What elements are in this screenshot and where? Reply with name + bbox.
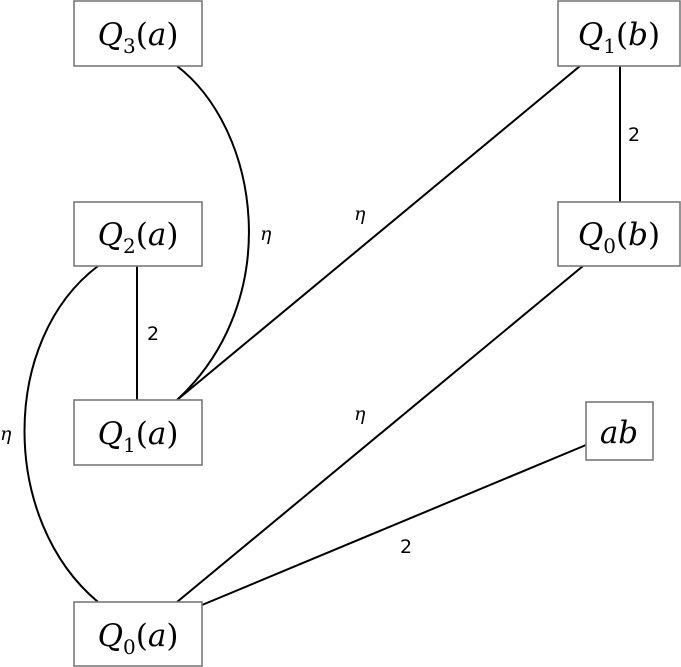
edge-label-q1b-q0b: 2: [628, 124, 640, 146]
edge-label-q1b-q1a: η: [354, 203, 366, 225]
node-q1a: Q1(a): [73, 399, 203, 466]
edge-q1b-q1a: [176, 65, 581, 401]
edge-q3a-q1a: [176, 65, 250, 401]
edge-label-q3a-q1a: η: [260, 223, 272, 245]
edge-ab-q0a: [201, 444, 587, 606]
svg-text:ab: ab: [600, 415, 638, 451]
node-q3a: Q3(a): [73, 0, 203, 67]
edge-label-q0b-q0a: η: [354, 403, 366, 425]
svg-text:Q2(a): Q2(a): [98, 217, 179, 258]
node-q1b: Q1(b): [557, 0, 681, 67]
svg-text:Q1(a): Q1(a): [98, 416, 179, 457]
node-q0a: Q0(a): [73, 601, 203, 667]
svg-text:Q0(b): Q0(b): [578, 217, 660, 258]
node-ab: ab: [585, 401, 654, 461]
edge-q2a-q0a: [23, 265, 99, 603]
edge-label-q2a-q1a: 2: [147, 323, 159, 345]
edge-q0b-q0a: [176, 265, 584, 603]
node-q0b: Q0(b): [557, 201, 681, 267]
svg-text:Q3(a): Q3(a): [98, 17, 179, 58]
edge-label-ab-q0a: 2: [400, 536, 412, 558]
svg-text:Q0(a): Q0(a): [98, 618, 179, 659]
node-q2a: Q2(a): [73, 201, 203, 267]
svg-text:Q1(b): Q1(b): [578, 17, 660, 58]
edge-label-q2a-q0a: η: [0, 423, 12, 445]
